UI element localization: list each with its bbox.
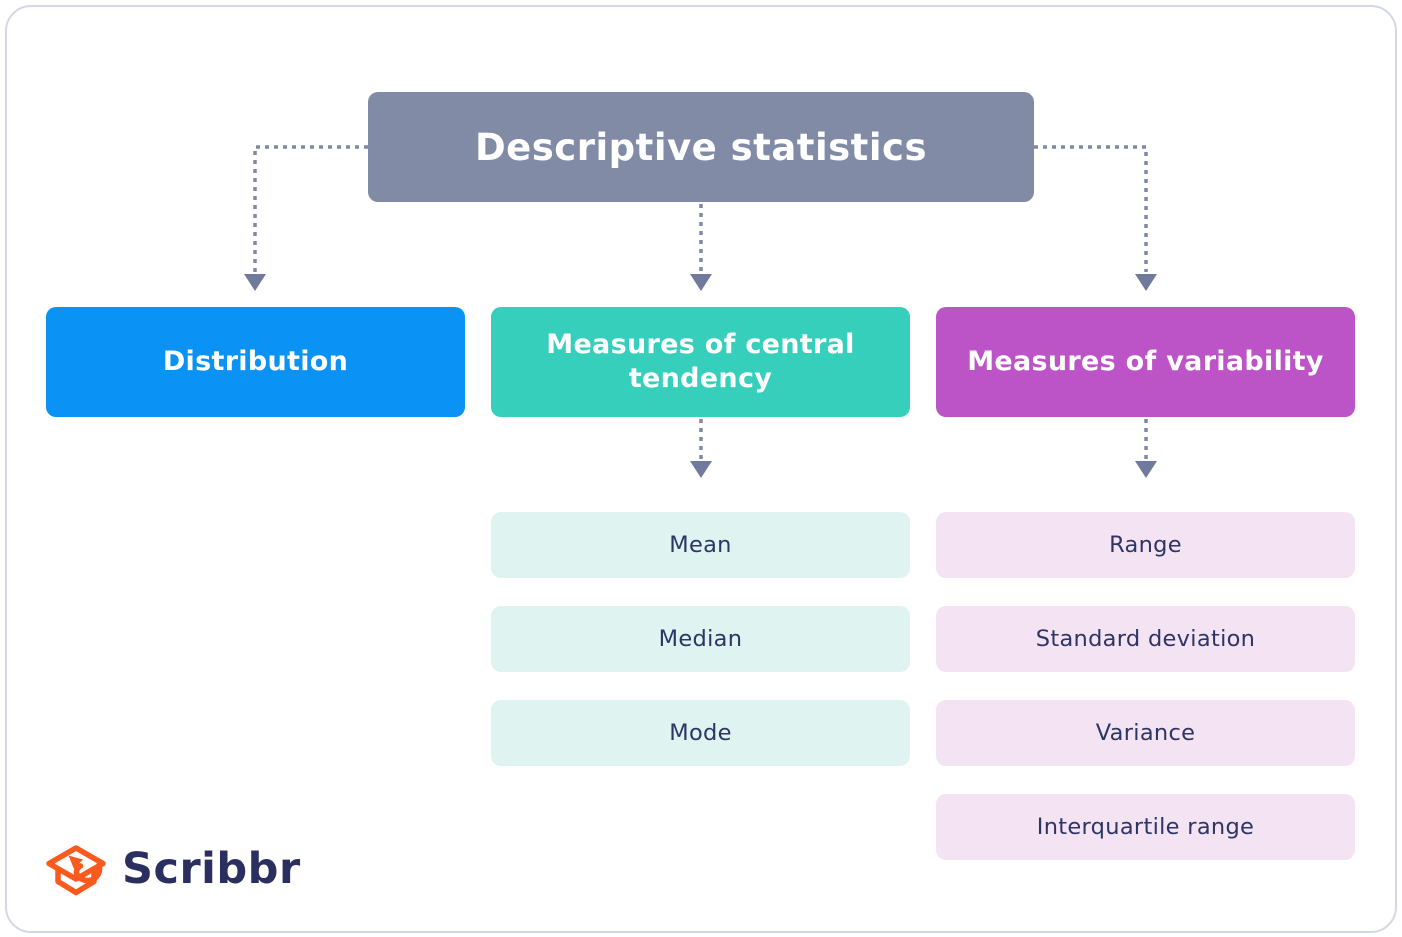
node-variance: Variance xyxy=(936,700,1355,766)
node-label: Median xyxy=(658,626,743,652)
node-label: Standard deviation xyxy=(1035,626,1256,652)
node-label: Range xyxy=(1109,532,1182,558)
node-label: Measures of variability xyxy=(967,346,1324,378)
node-label: Mode xyxy=(669,720,732,746)
node-label: Variance xyxy=(1095,720,1196,746)
node-measures-of-variability: Measures of variability xyxy=(936,307,1355,417)
graduation-cap-arrow-icon xyxy=(46,845,106,896)
node-descriptive-statistics: Descriptive statistics xyxy=(368,92,1034,202)
node-measures-of-central-tendency: Measures of central tendency xyxy=(491,307,910,417)
node-mode: Mode xyxy=(491,700,910,766)
node-interquartile-range: Interquartile range xyxy=(936,794,1355,860)
node-label: Distribution xyxy=(162,346,349,378)
node-mean: Mean xyxy=(491,512,910,578)
node-median: Median xyxy=(491,606,910,672)
brand-wordmark: Scribbr xyxy=(122,843,301,894)
node-label: Descriptive statistics xyxy=(474,125,928,169)
node-label: Mean xyxy=(669,532,732,558)
node-distribution: Distribution xyxy=(46,307,465,417)
node-label: Interquartile range xyxy=(1036,814,1255,840)
node-label: Measures of central tendency xyxy=(546,329,855,394)
node-standard-deviation: Standard deviation xyxy=(936,606,1355,672)
scribbr-logo: Scribbr xyxy=(44,843,301,901)
node-range: Range xyxy=(936,512,1355,578)
